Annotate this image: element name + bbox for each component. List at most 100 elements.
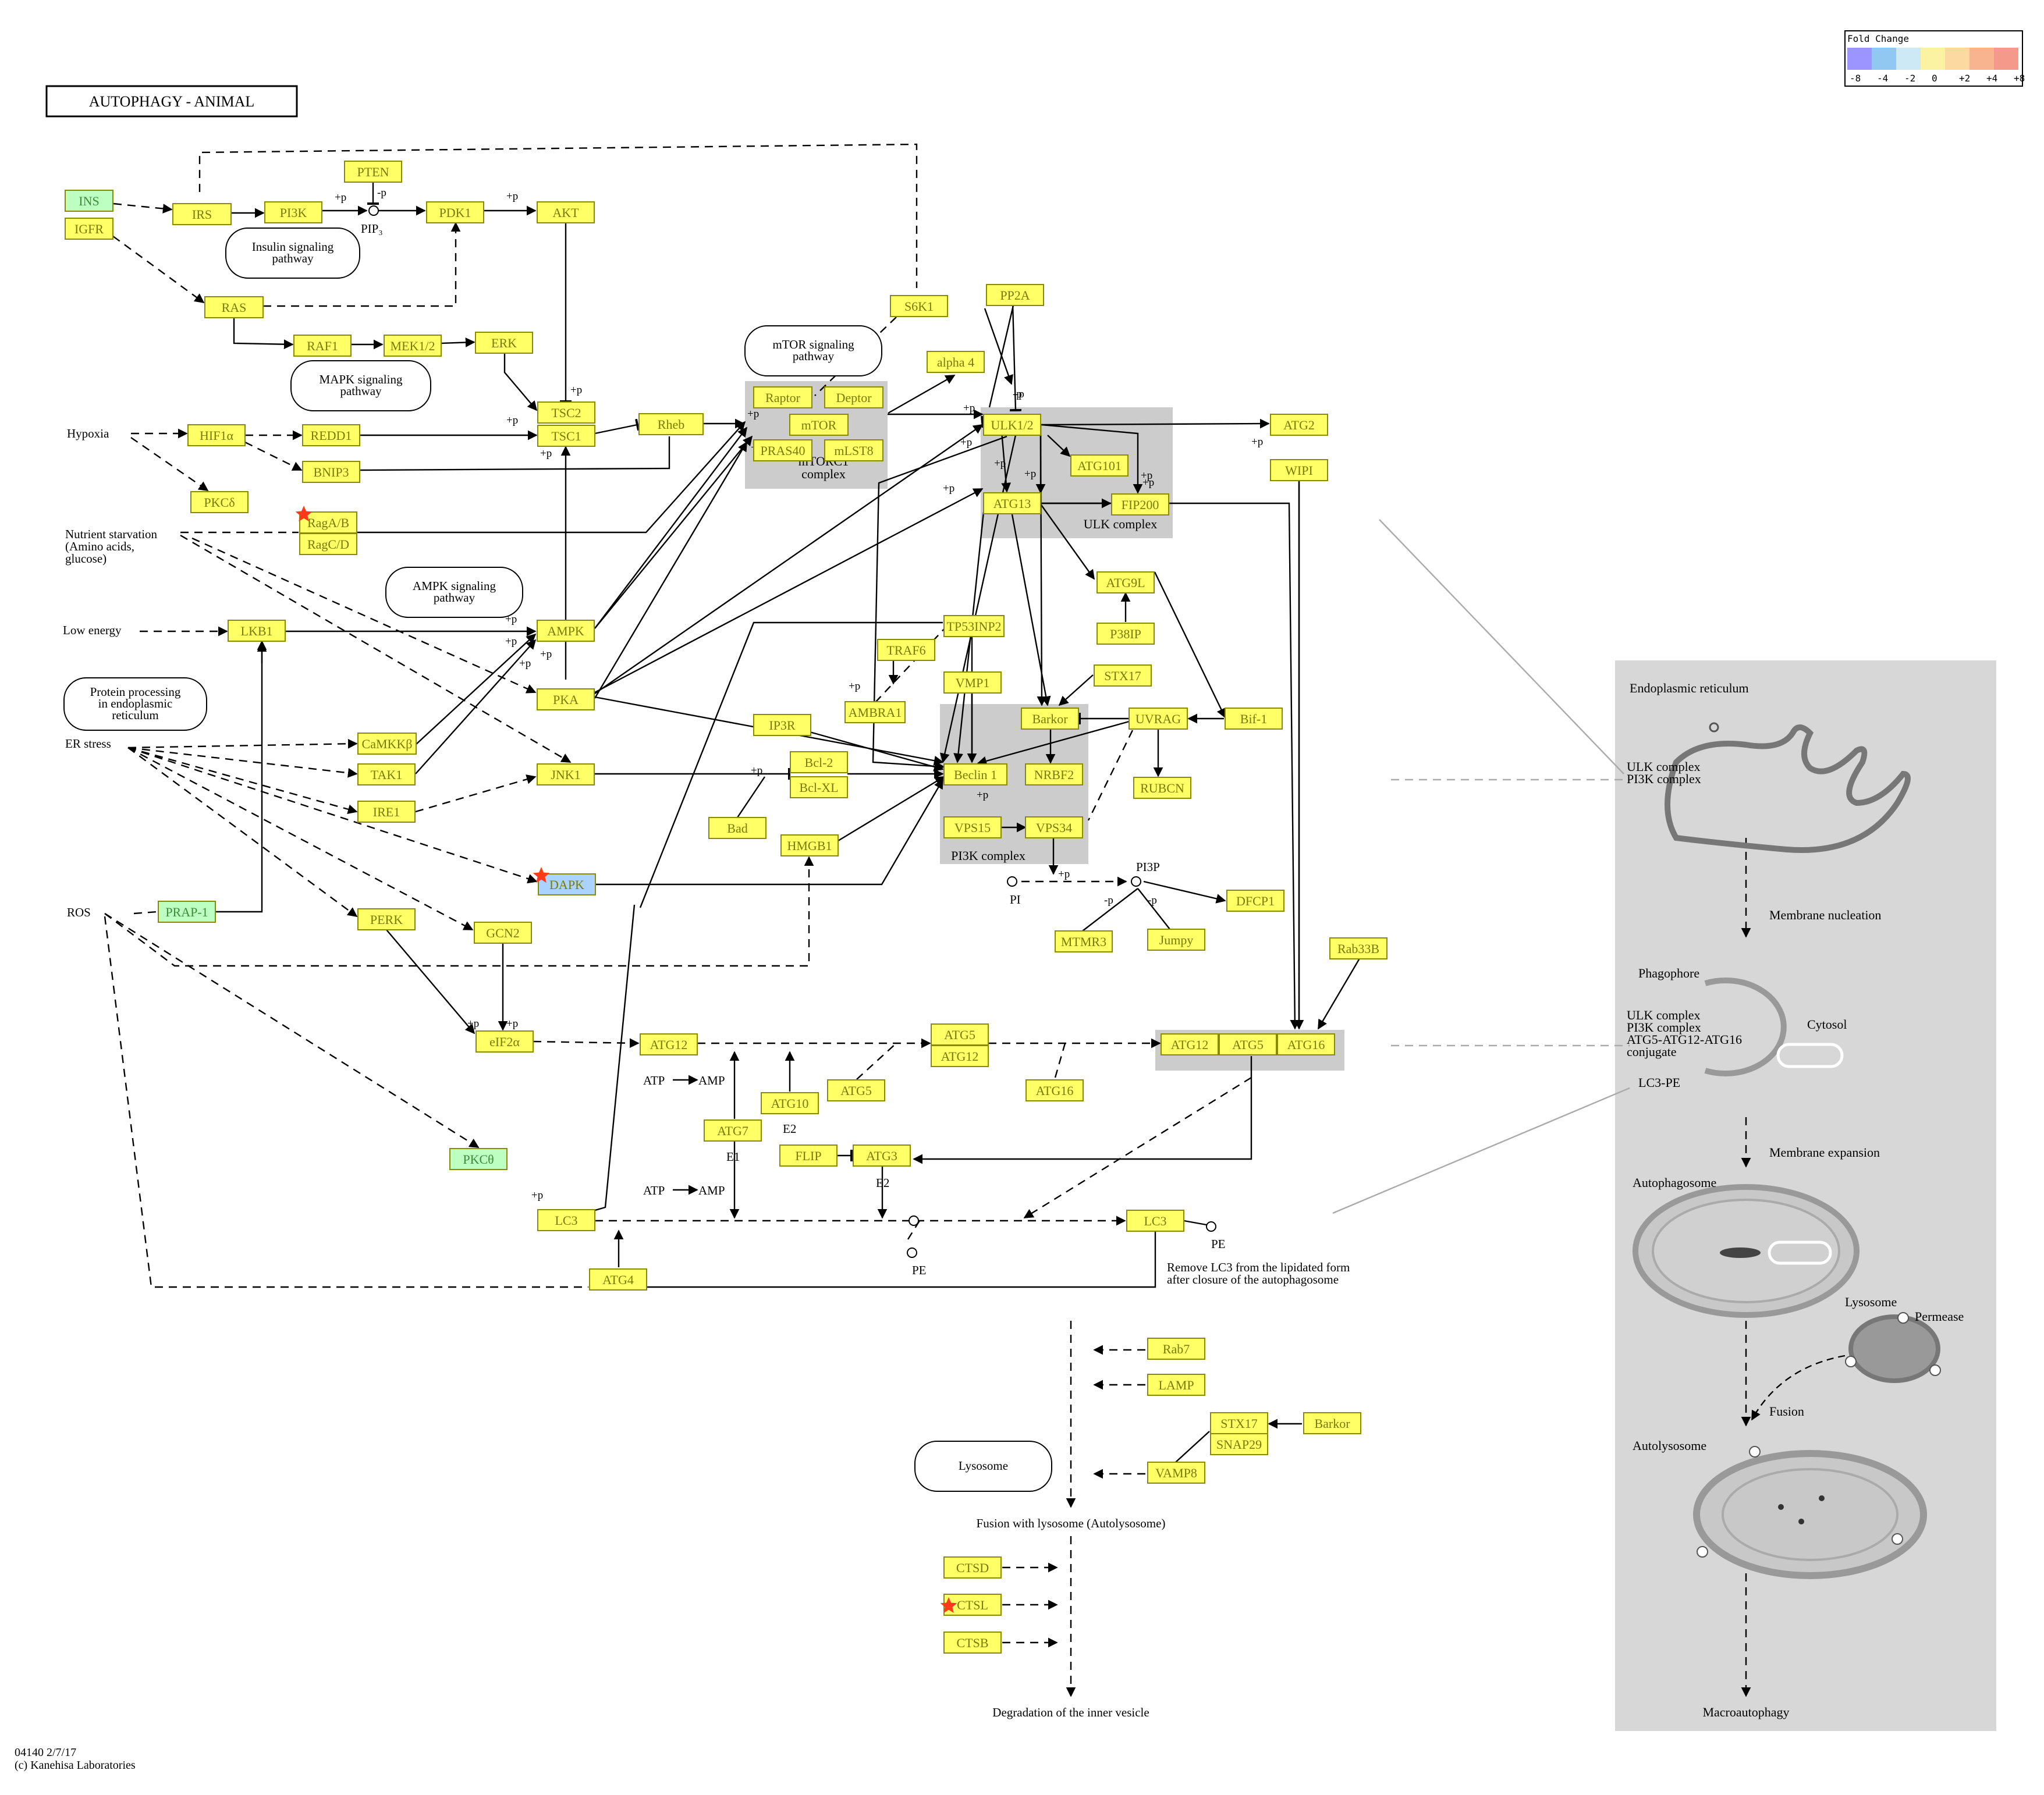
gene-dapk[interactable]: DAPK xyxy=(538,873,596,895)
gene-dfcp1[interactable]: DFCP1 xyxy=(1226,890,1284,912)
gene-p38ip[interactable]: P38IP xyxy=(1096,623,1155,645)
gene-pp2a[interactable]: PP2A xyxy=(986,284,1044,306)
gene-ip3r[interactable]: IP3R xyxy=(753,714,811,736)
gene-tak1[interactable]: TAK1 xyxy=(357,763,416,785)
gene-raf1[interactable]: RAF1 xyxy=(293,335,352,357)
gene-fip200[interactable]: FIP200 xyxy=(1111,493,1169,516)
gene-igfr[interactable]: IGFR xyxy=(65,218,113,240)
gene-rab33b[interactable]: Rab33B xyxy=(1329,937,1387,959)
gene-atg13[interactable]: ATG13 xyxy=(983,492,1041,514)
gene-atg5b[interactable]: ATG5 xyxy=(827,1079,885,1101)
gene-atg5a[interactable]: ATG5 xyxy=(931,1023,989,1046)
gene-lamp[interactable]: LAMP xyxy=(1147,1374,1205,1396)
gene-ampk[interactable]: AMPK xyxy=(537,620,595,642)
gene-lc3b[interactable]: LC3 xyxy=(1126,1210,1184,1232)
gene-ragcd[interactable]: RagC/D xyxy=(299,533,357,555)
gene-uvrag[interactable]: UVRAG xyxy=(1129,708,1188,730)
gene-pkcd1[interactable]: PKCδ xyxy=(190,491,249,513)
gene-irs[interactable]: IRS xyxy=(172,203,232,225)
gene-ras[interactable]: RAS xyxy=(204,296,264,318)
gene-stx17a[interactable]: STX17 xyxy=(1094,664,1152,687)
gene-raptor[interactable]: Raptor xyxy=(753,386,812,408)
gene-atg16c[interactable]: ATG16 xyxy=(1277,1033,1335,1055)
gene-eif2a[interactable]: eIF2α xyxy=(475,1030,534,1053)
gene-atg10[interactable]: ATG10 xyxy=(761,1092,819,1114)
pathway-link-lyso[interactable]: Lysosome xyxy=(914,1441,1052,1492)
gene-vmp1[interactable]: VMP1 xyxy=(943,671,1002,694)
gene-wipi[interactable]: WIPI xyxy=(1270,459,1328,481)
gene-akt[interactable]: AKT xyxy=(537,201,595,223)
gene-hif1a[interactable]: HIF1α xyxy=(187,424,246,446)
gene-jnk1[interactable]: JNK1 xyxy=(537,763,595,785)
gene-erk[interactable]: ERK xyxy=(475,332,533,354)
gene-prap1[interactable]: PRAP-1 xyxy=(158,901,216,923)
gene-rab7[interactable]: Rab7 xyxy=(1147,1338,1205,1360)
gene-flip[interactable]: FLIP xyxy=(779,1144,838,1167)
gene-mtor[interactable]: mTOR xyxy=(789,414,849,436)
gene-snap29[interactable]: SNAP29 xyxy=(1210,1433,1268,1455)
gene-hmgb1[interactable]: HMGB1 xyxy=(780,834,839,856)
gene-atg12b[interactable]: ATG12 xyxy=(931,1045,989,1067)
gene-ragab[interactable]: RagA/B xyxy=(299,511,357,534)
gene-alpha4[interactable]: alpha 4 xyxy=(927,351,985,373)
gene-pi3k[interactable]: PI3K xyxy=(264,201,322,223)
gene-atg7[interactable]: ATG7 xyxy=(704,1119,762,1142)
gene-barkor1[interactable]: Barkor xyxy=(1021,708,1079,730)
gene-tsc2[interactable]: TSC2 xyxy=(537,401,595,424)
gene-tp53inp2[interactable]: TP53INP2 xyxy=(943,615,1005,637)
gene-s6k1[interactable]: S6K1 xyxy=(890,295,948,317)
gene-atg12c[interactable]: ATG12 xyxy=(1161,1033,1219,1055)
gene-stx17b[interactable]: STX17 xyxy=(1210,1412,1268,1434)
gene-atg2[interactable]: ATG2 xyxy=(1270,414,1328,436)
gene-vamp8[interactable]: VAMP8 xyxy=(1147,1462,1205,1484)
gene-redd1[interactable]: REDD1 xyxy=(302,424,360,446)
gene-traf6[interactable]: TRAF6 xyxy=(877,639,935,661)
gene-ctsd[interactable]: CTSD xyxy=(943,1556,1002,1579)
gene-jumpy[interactable]: Jumpy xyxy=(1147,929,1205,951)
gene-lc3a[interactable]: LC3 xyxy=(537,1209,595,1231)
gene-vps34[interactable]: VPS34 xyxy=(1025,816,1083,838)
gene-bad[interactable]: Bad xyxy=(708,817,766,839)
gene-pka[interactable]: PKA xyxy=(537,688,595,710)
gene-mlst8[interactable]: mLST8 xyxy=(824,439,883,461)
gene-atg4[interactable]: ATG4 xyxy=(589,1268,647,1291)
gene-lkb1[interactable]: LKB1 xyxy=(228,620,286,642)
gene-mek12[interactable]: MEK1/2 xyxy=(384,335,442,357)
gene-ambra1[interactable]: AMBRA1 xyxy=(844,701,906,723)
gene-vps15[interactable]: VPS15 xyxy=(943,816,1002,838)
gene-pdk1[interactable]: PDK1 xyxy=(426,201,484,223)
gene-pten[interactable]: PTEN xyxy=(344,161,402,183)
gene-ins[interactable]: INS xyxy=(65,190,113,212)
gene-atg12a[interactable]: ATG12 xyxy=(640,1033,698,1055)
gene-pkcd2[interactable]: PKCθ xyxy=(449,1148,508,1170)
gene-ctsb[interactable]: CTSB xyxy=(943,1632,1002,1654)
gene-bclxl[interactable]: Bcl-XL xyxy=(790,776,848,798)
gene-gcn2[interactable]: GCN2 xyxy=(474,922,532,944)
gene-perk[interactable]: PERK xyxy=(357,908,416,930)
gene-atg5c[interactable]: ATG5 xyxy=(1219,1033,1277,1055)
gene-barkor2[interactable]: Barkor xyxy=(1303,1412,1361,1434)
gene-ire1[interactable]: IRE1 xyxy=(357,801,416,823)
gene-mtmr3[interactable]: MTMR3 xyxy=(1055,930,1113,952)
gene-atg101[interactable]: ATG101 xyxy=(1070,454,1129,477)
gene-atg16b[interactable]: ATG16 xyxy=(1025,1079,1084,1101)
gene-camkkb[interactable]: CaMKKβ xyxy=(357,733,417,755)
gene-tsc1[interactable]: TSC1 xyxy=(537,425,595,447)
gene-rubcn[interactable]: RUBCN xyxy=(1133,777,1191,799)
gene-ulk12[interactable]: ULK1/2 xyxy=(983,414,1041,436)
gene-deptor[interactable]: Deptor xyxy=(824,386,883,408)
gene-pras40[interactable]: PRAS40 xyxy=(753,439,812,461)
gene-rheb[interactable]: Rheb xyxy=(638,413,704,435)
gene-bif1[interactable]: Bif-1 xyxy=(1225,708,1283,730)
gene-bcl2[interactable]: Bcl-2 xyxy=(790,751,848,773)
gene-nrbf2[interactable]: NRBF2 xyxy=(1025,763,1083,785)
gene-atg3[interactable]: ATG3 xyxy=(853,1144,911,1167)
gene-beclin1[interactable]: Beclin 1 xyxy=(943,763,1007,785)
gene-atg9l[interactable]: ATG9L xyxy=(1096,571,1155,593)
gene-bnip3[interactable]: BNIP3 xyxy=(302,461,360,483)
